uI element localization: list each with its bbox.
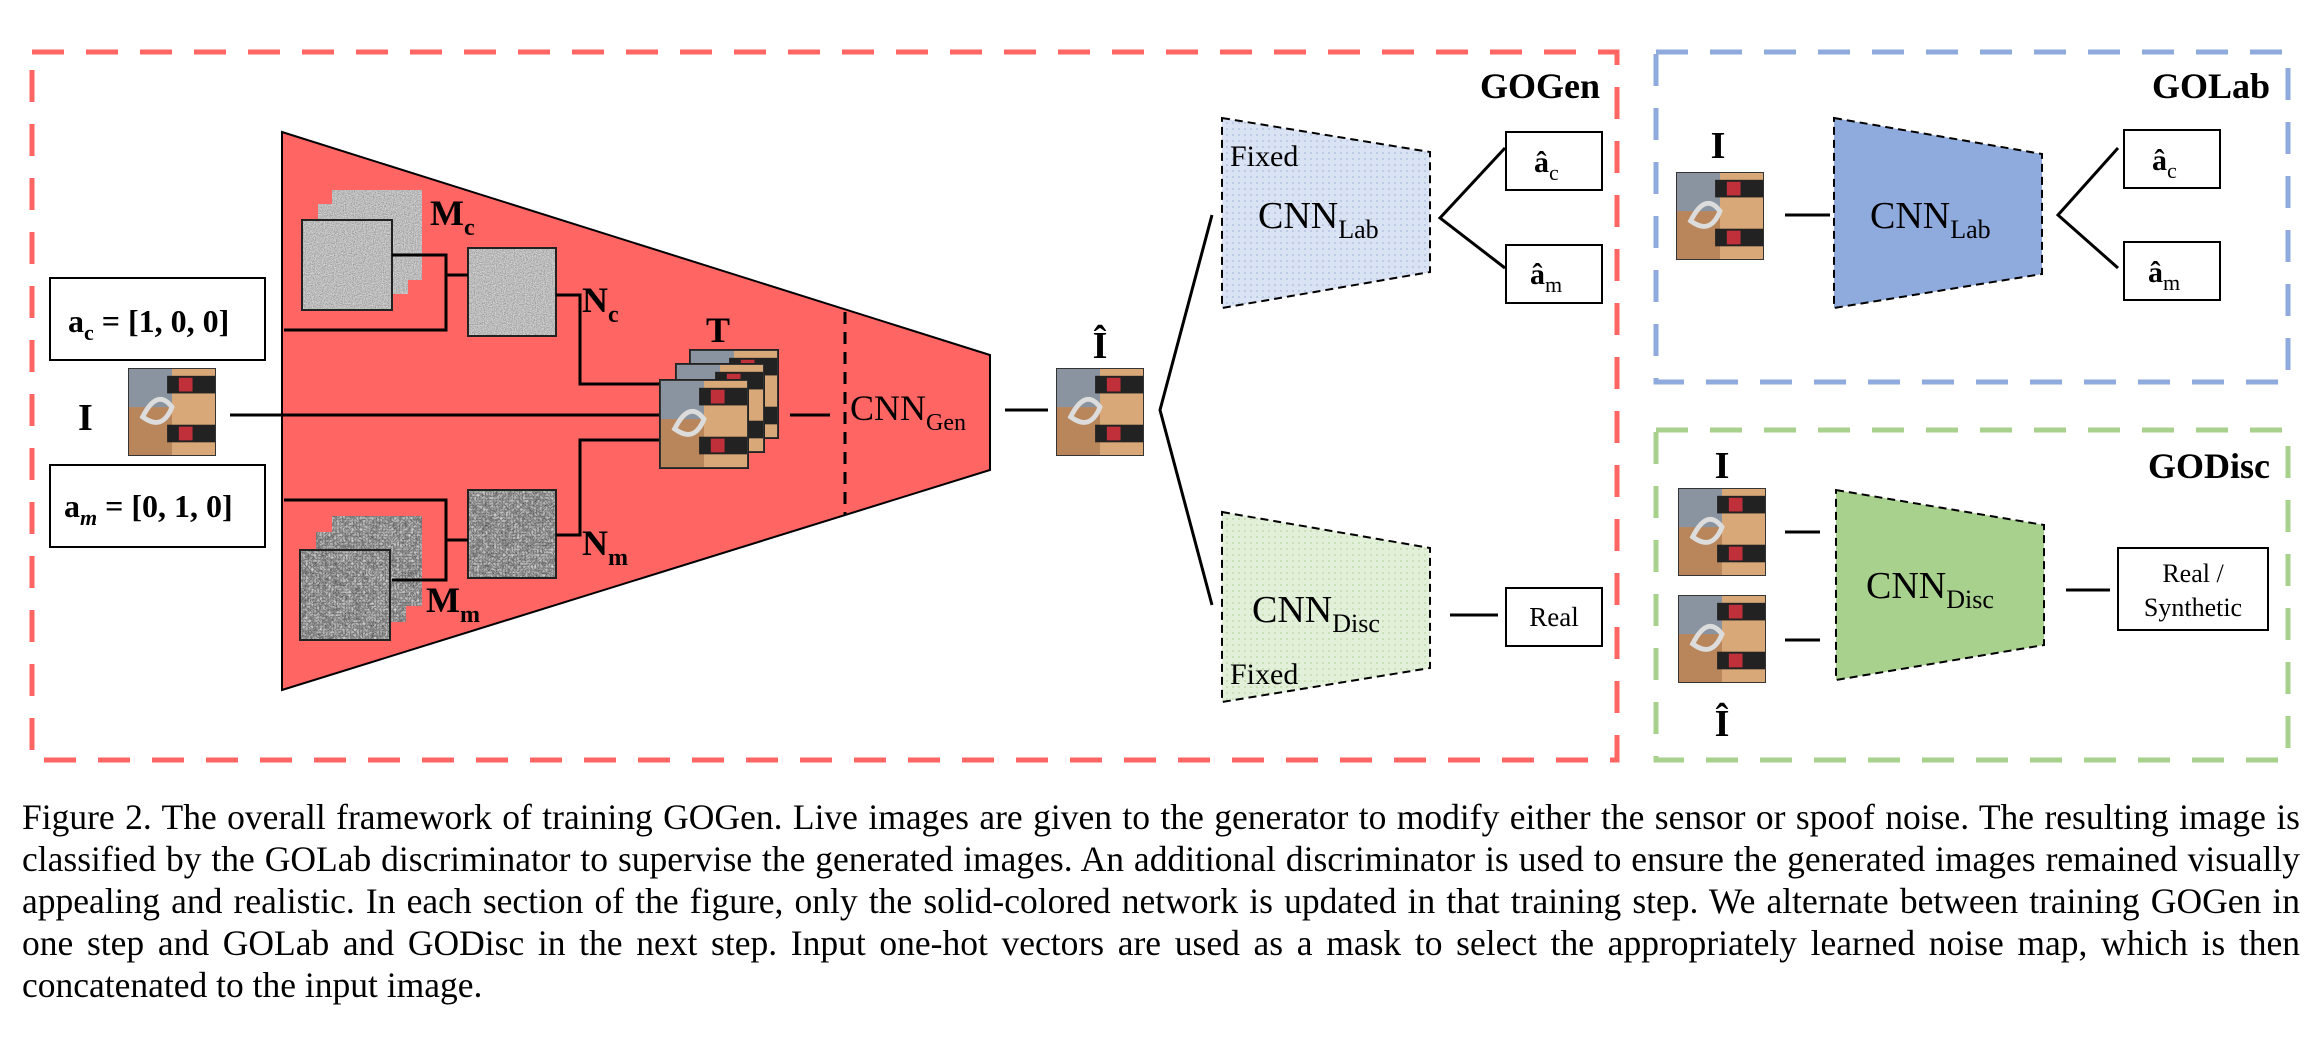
- gogen-ac-output: âc: [1534, 146, 1559, 185]
- generator-network: [281, 130, 991, 692]
- godisc-section-border: [1653, 427, 2291, 763]
- godisc-output-line2: Synthetic: [2144, 593, 2242, 622]
- godisc-fake-input-label: Î: [1715, 703, 1730, 745]
- golab-ac-output: âc: [2152, 144, 2177, 183]
- cnn-gen-label: CNNGen: [850, 388, 966, 436]
- godisc-cnn-disc: [1835, 488, 2045, 682]
- godisc-real-input-label: I: [1715, 445, 1730, 487]
- golab-input-image: [1676, 172, 1764, 260]
- gogen-am-output: âm: [1530, 258, 1562, 297]
- ac-vector-label: ac = [1, 0, 0]: [68, 303, 229, 345]
- golab-cnn-lab-label: CNNLab: [1870, 195, 1991, 244]
- mm-noise-stack: [299, 515, 423, 641]
- golab-am-output-box: [2123, 241, 2221, 301]
- godisc-title: GODisc: [2148, 446, 2270, 486]
- fixed-cnn-disc-label: CNNDisc: [1252, 589, 1380, 638]
- godisc-output-box: [2117, 547, 2269, 631]
- am-vector-box: [49, 464, 266, 548]
- golab-cnn-lab: [1833, 116, 2043, 310]
- golab-title: GOLab: [2152, 66, 2270, 106]
- nm-noise-map: [467, 489, 557, 579]
- gogen-section-border: [29, 49, 1620, 763]
- gogen-real-output: Real: [1529, 602, 1578, 632]
- fixed-cnn-disc: [1221, 510, 1431, 704]
- generator-connectors: [230, 253, 1048, 582]
- generator-output-image: [1056, 368, 1144, 456]
- godisc-cnn-disc-label: CNNDisc: [1866, 565, 1994, 614]
- golab-section-border: [1653, 49, 2291, 385]
- framework-diagram: GOGen GOLab GODisc Mc Nc Mm Nm ac = [1, …: [29, 49, 2291, 763]
- generator-output-label: Î: [1093, 325, 1108, 367]
- generator-input-image: [128, 368, 216, 456]
- fixed-cnn-lab-label: CNNLab: [1258, 195, 1379, 244]
- nc-label: Nc: [582, 280, 619, 328]
- fixed-cnn-lab-fixed-label: Fixed: [1230, 140, 1298, 173]
- ac-vector-box: [49, 277, 266, 361]
- gogen-title: GOGen: [1480, 66, 1600, 106]
- t-label: T: [706, 310, 730, 350]
- am-vector-label: am = [0, 1, 0]: [64, 488, 233, 530]
- fixed-cnn-lab: [1221, 116, 1431, 310]
- gogen-ac-output-box: [1505, 131, 1603, 191]
- golab-input-label: I: [1711, 125, 1726, 167]
- gogen-real-output-box: [1505, 587, 1603, 647]
- mc-noise-stack: [301, 189, 423, 311]
- godisc-fake-input-image: [1678, 595, 1766, 683]
- golab-ac-output-box: [2123, 129, 2221, 189]
- golab-am-output: âm: [2148, 256, 2180, 295]
- t-concat-stack: [659, 349, 779, 469]
- nm-label: Nm: [582, 523, 628, 571]
- nc-noise-map: [467, 247, 557, 337]
- mc-label: Mc: [430, 193, 475, 241]
- mm-label: Mm: [426, 580, 480, 628]
- output-branch-lines: [1158, 146, 2120, 642]
- gogen-am-output-box: [1505, 244, 1603, 304]
- fixed-cnn-disc-fixed-label: Fixed: [1230, 658, 1298, 691]
- generator-input-label: I: [78, 397, 93, 439]
- figure-caption: Figure 2. The overall framework of train…: [22, 797, 2300, 1005]
- godisc-real-input-image: [1678, 488, 1766, 576]
- godisc-output-line1: Real /: [2162, 559, 2224, 588]
